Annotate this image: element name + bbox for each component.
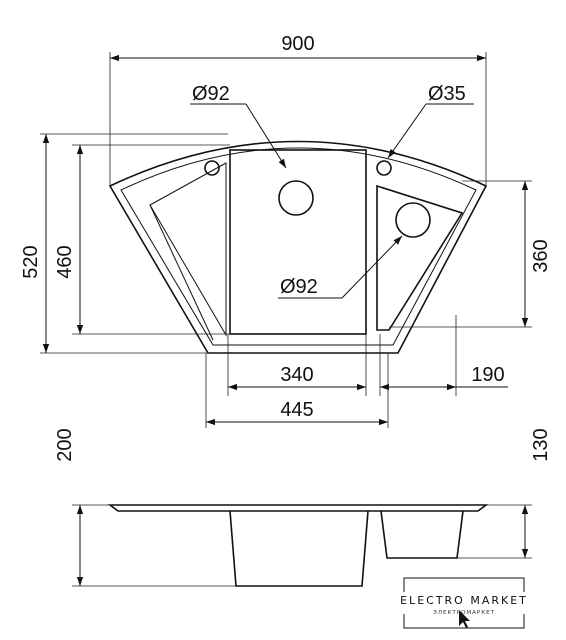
logo-tagline: ЭЛЕКТРОМАРКЕТ: [433, 610, 495, 616]
dim-label-520: 520: [20, 245, 42, 278]
cursor-icon: [459, 610, 470, 628]
main-drain-hole: [278, 180, 314, 216]
sink-outer-contour: [108, 140, 488, 354]
dim-label-drain-main: Ø92: [192, 83, 230, 105]
dim-label-190: 190: [471, 364, 504, 386]
side-main-bowl: [229, 510, 369, 587]
dim-label-360: 360: [530, 239, 552, 272]
leader-mixer-hole: Ø35: [387, 83, 474, 159]
logo-brand: ELECTRO MARKET: [400, 594, 528, 607]
dimension-height-130: 130: [457, 428, 552, 559]
sink-side-view: [107, 504, 489, 587]
side-small-bowl: [380, 510, 464, 559]
dim-label-340: 340: [280, 364, 313, 386]
dimension-height-200: 200: [54, 428, 236, 587]
dim-label-drain-small: Ø92: [280, 276, 318, 298]
electro-market-logo: ELECTRO MARKET ЭЛЕКТРОМАРКЕТ: [400, 577, 528, 629]
sink-rim-contour: [120, 147, 477, 346]
drainboard-left: [149, 162, 227, 337]
dimension-width-900: 900: [109, 33, 487, 186]
dim-label-mixer: Ø35: [428, 83, 466, 105]
sink-top-view: [108, 140, 488, 354]
dimension-depth-460: 460: [54, 144, 230, 335]
dim-label-445: 445: [280, 399, 313, 421]
leader-drain-main: Ø92: [190, 83, 287, 169]
dimension-depth-360: 360: [389, 180, 552, 328]
small-bowl: [376, 184, 464, 331]
dim-label-460: 460: [54, 245, 76, 278]
mixer-hole-left: [204, 160, 220, 176]
dimension-depth-520: 520: [20, 133, 228, 354]
dim-label-200: 200: [54, 428, 76, 461]
dimension-width-445: 445: [205, 353, 389, 428]
dimension-width-190: 190: [379, 315, 508, 396]
leader-drain-small: Ø92: [278, 235, 403, 299]
dim-label-130: 130: [530, 428, 552, 461]
main-bowl: [229, 149, 367, 335]
dimension-width-340: 340: [227, 334, 367, 396]
small-drain-hole: [395, 202, 431, 238]
dim-label-900: 900: [281, 33, 314, 55]
mixer-hole-right: [376, 160, 392, 176]
side-rim: [107, 504, 489, 512]
